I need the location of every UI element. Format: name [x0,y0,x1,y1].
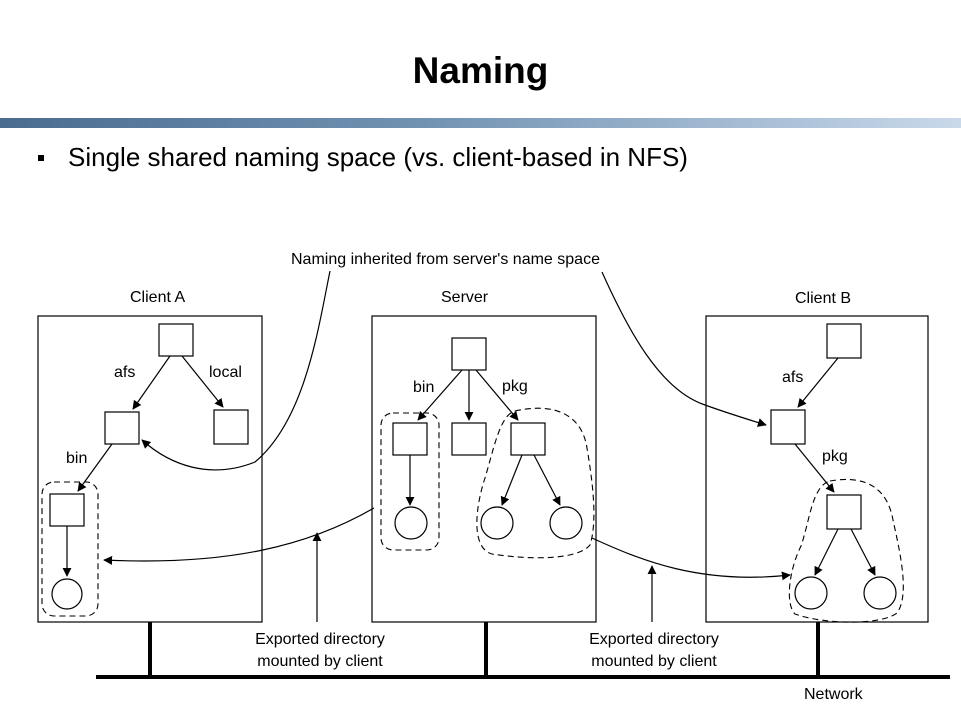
client-b-pkg-edge [794,443,835,493]
title-accent-bar [0,118,961,128]
client-b-afs-edge [797,357,839,408]
client-b-mount-outline [788,479,904,623]
client-b-afs-label: afs [782,369,803,386]
client-b-file-node-2 [863,576,897,610]
square-bullet-icon [38,154,44,161]
client-a-bin-edge [77,443,113,492]
server-pkg-file-node-1 [480,506,514,540]
client-b-root-node [826,323,862,359]
server-pkg-file-edge-2 [533,454,561,506]
client-a-afs-label: afs [114,364,135,381]
network-label: Network [804,686,864,703]
server-pkg-export-outline [476,407,595,559]
server-bin-edge [417,369,463,421]
client-a-file-node [51,578,83,610]
export-label-left-line1: Exported directory [255,631,385,648]
server-pkg-label: pkg [502,378,528,395]
client-a-local-edge [181,355,224,408]
inherit-arrow-client-a [141,270,331,471]
server-pkg-node [510,422,546,456]
client-a-local-node [213,409,249,445]
server-label: Server [441,289,489,306]
server-bin-export-outline [380,412,440,551]
top-annotation: Naming inherited from server's name spac… [291,251,600,268]
server-middle-node [451,422,487,456]
export-label-right-line2: mounted by client [591,653,717,670]
client-a-afs-edge [132,355,171,410]
client-b-file-node-1 [794,576,828,610]
export-label-right-line1: Exported directory [589,631,719,648]
slide-title: Naming [412,50,549,91]
client-a-root-node [158,323,194,357]
mount-arrow-to-client-a [103,507,375,565]
server-bin-file-node [394,506,428,540]
client-b-box [705,315,929,623]
server-pkg-edge [475,369,519,421]
server-pkg-file-node-2 [549,506,583,540]
server-root-node [451,337,487,371]
server-pkg-file-edge-1 [500,454,523,506]
client-b-file-edge-2 [850,528,876,576]
client-a-label: Client A [130,289,185,306]
mount-arrow-to-client-b [591,537,791,581]
inherit-arrow-client-b [601,271,767,427]
client-b-afs-node [770,409,806,445]
client-b-file-edge-1 [814,528,839,576]
client-a-local-label: local [209,364,242,381]
client-b-label: Client B [795,290,851,307]
bullet-item: Single shared naming space (vs. client-b… [38,142,688,173]
bullet-text: Single shared naming space (vs. client-b… [68,142,688,172]
client-a-bin-label: bin [66,450,87,467]
client-a-afs-node [104,411,140,445]
export-label-left-line2: mounted by client [257,653,383,670]
server-bin-node [392,422,428,456]
client-b-pkg-node [826,494,862,530]
client-b-pkg-label: pkg [822,448,848,465]
server-bin-label: bin [413,379,434,396]
client-a-mount-outline [41,481,99,617]
client-a-bin-node [49,493,85,527]
